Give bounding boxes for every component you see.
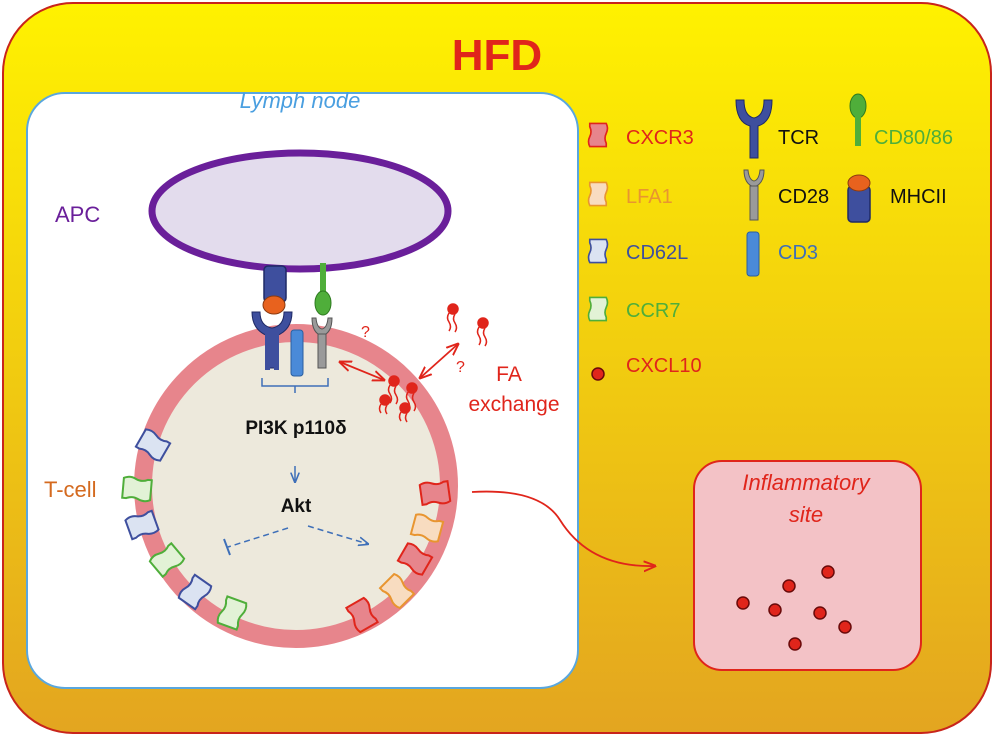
legend-ccr7-label: CCR7 (626, 300, 680, 322)
legend-cd3-label: CD3 (778, 242, 818, 264)
legend-cxcl10-label: CXCL10 (626, 355, 702, 377)
inflammatory-site-line1: Inflammatory (742, 470, 871, 495)
apc-cell (148, 149, 452, 273)
legend-lfa1-label: LFA1 (626, 186, 673, 208)
lymph-node-label: Lymph node (240, 88, 361, 113)
legend-lfa1-icon (587, 181, 609, 207)
akt-inhibition-line (227, 527, 289, 548)
legend-tcr-icon (735, 99, 773, 159)
akt-label: Akt (281, 496, 312, 517)
akt-activation-arrow (307, 525, 368, 544)
legend-cd28-icon (743, 169, 765, 221)
legend-tcr-label: TCR (778, 127, 819, 149)
legend-cxcr3-label: CXCR3 (626, 127, 694, 149)
inflammatory-site-box (693, 460, 922, 671)
cxcl10-chemokines (736, 565, 852, 651)
apc-label: APC (55, 202, 100, 227)
migration-arrow (471, 490, 655, 567)
t-cell-label: T-cell (44, 477, 97, 502)
legend-cd28-label: CD28 (778, 186, 829, 208)
legend-cd3-icon (746, 231, 760, 277)
question-mark-2: ? (456, 359, 465, 376)
question-mark-1: ? (361, 324, 370, 341)
legend-mhcii-label: MHCII (890, 186, 947, 208)
inflammatory-site-line2: site (789, 502, 823, 527)
legend-ccr7-icon (587, 296, 609, 322)
legend-cd62l-icon (587, 238, 609, 264)
legend-cxcr3-icon (587, 122, 609, 148)
legend: CXCR3 LFA1 CD62L CCR7 CXCL10 TCR CD28 CD… (587, 93, 953, 381)
mhcii-complex (262, 265, 287, 315)
membrane-fatty-acids (378, 375, 418, 423)
cxcr3-receptor (418, 478, 452, 508)
tcr-lipid-arrow (340, 362, 384, 380)
legend-mhcii-icon (847, 174, 871, 223)
ccr7-receptor (121, 475, 153, 503)
free-fatty-acids (446, 303, 489, 347)
legend-cd80-86-icon (849, 93, 867, 146)
cd28-receptor (311, 317, 333, 369)
pi3k-label: PI3K p110δ (245, 418, 346, 439)
cd80-86-ligand (314, 263, 332, 316)
inhibition-bar (223, 538, 231, 556)
tcr-receptor (251, 311, 293, 370)
legend-cxcl10-icon (591, 367, 605, 381)
signaling-bracket (261, 378, 329, 393)
fa-exchange-arrow (420, 344, 458, 378)
fa-exchange-line1: FA (496, 363, 522, 386)
hfd-title: HFD (452, 31, 542, 80)
cd3-receptor (290, 329, 304, 377)
legend-cd80-86-label: CD80/86 (874, 127, 953, 149)
fa-exchange-line2: exchange (468, 393, 559, 416)
legend-cd62l-label: CD62L (626, 242, 688, 264)
